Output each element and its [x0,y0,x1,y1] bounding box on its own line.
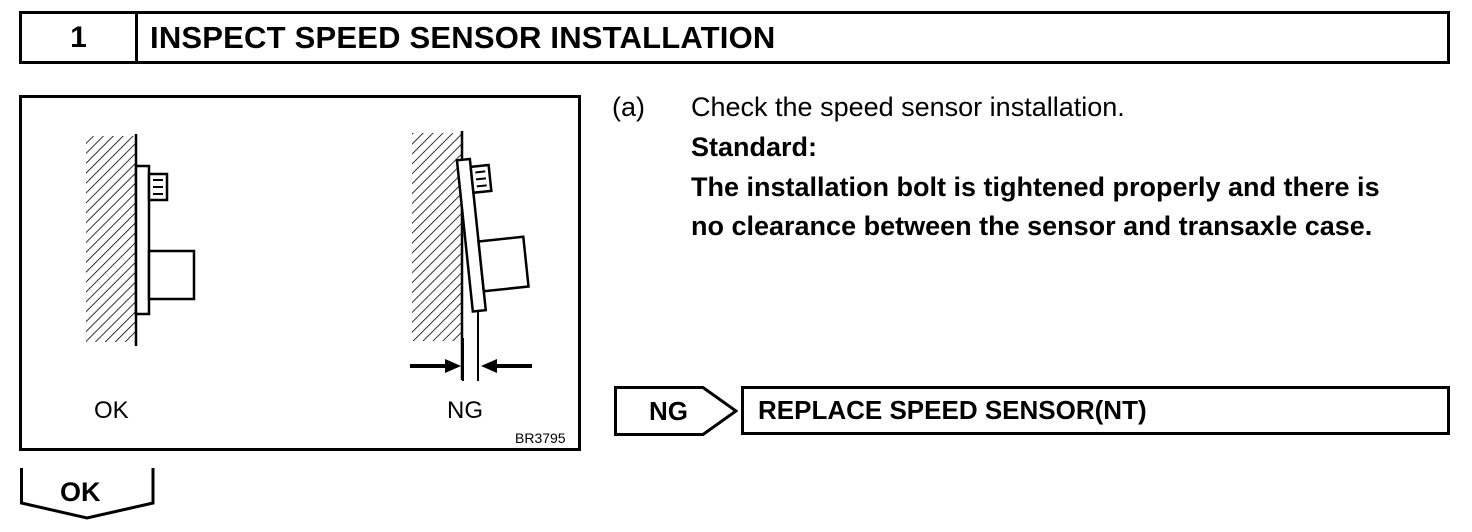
ng-branch-tag [614,386,738,436]
ok-case-wall-hatch [86,136,136,342]
ng-clearance-arrow-right [481,359,532,373]
figure-code: BR3795 [515,430,566,446]
ng-sensor-body [477,235,530,293]
ng-sensor-assembly [455,157,530,313]
standard-line-1: The installation bolt is tightened prope… [691,172,1380,202]
step-number: 1 [22,14,138,61]
item-text: Check the speed sensor installation. [691,92,1125,122]
ng-figure-label: NG [447,397,483,424]
step-header: 1 INSPECT SPEED SENSOR INSTALLATION [19,11,1450,64]
item-marker: (a) [612,92,645,122]
ng-case-wall-hatch [412,133,462,341]
standard-line-2: no clearance between the sensor and tran… [691,211,1373,241]
ok-branch-tag [20,468,155,520]
step-title: INSPECT SPEED SENSOR INSTALLATION [150,19,776,55]
ok-sensor-flange [134,164,151,316]
ng-action-text: REPLACE SPEED SENSOR(NT) [758,395,1147,425]
sensor-diagram [86,131,532,381]
ok-sensor-body [147,249,196,301]
sensor-illustration: OK NG BR3795 [19,95,581,451]
ng-branch-label: NG [649,396,688,426]
ok-branch-label: OK [60,477,101,507]
ok-figure-label: OK [94,397,129,424]
ng-sensor-flange [455,157,488,313]
ng-action-box: REPLACE SPEED SENSOR(NT) [741,386,1450,435]
ng-clearance-arrow-left [410,359,461,373]
standard-label: Standard: [691,132,818,162]
